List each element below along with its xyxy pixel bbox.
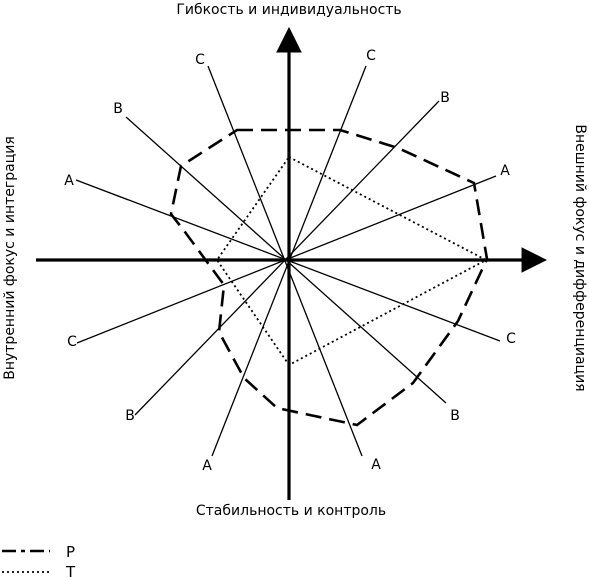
top-axis-title: Гибкость и индивидуальность bbox=[176, 2, 401, 18]
spoke-letter: C bbox=[67, 334, 77, 350]
right-axis-title: Внешний фокус и дифференциация bbox=[572, 124, 588, 391]
legend-label-dashed: Р bbox=[66, 543, 75, 561]
spoke-b-top-right bbox=[134, 100, 440, 416]
legend: Р Т bbox=[2, 543, 76, 578]
spoke-letter: B bbox=[440, 90, 450, 106]
dashed-profile bbox=[169, 128, 489, 427]
spoke-letter: B bbox=[125, 408, 135, 424]
left-axis-title: Внутренний фокус и интеграция bbox=[2, 136, 18, 380]
legend-label-dotted: Т bbox=[65, 563, 76, 578]
spoke-letters: C C B B A A C C B B A A bbox=[64, 48, 516, 474]
spoke-letter: C bbox=[506, 331, 516, 347]
spoke-letter: A bbox=[371, 457, 381, 473]
spoke-letter: B bbox=[113, 101, 123, 117]
spoke-letter: A bbox=[202, 458, 212, 474]
bottom-axis-title: Стабильность и контроль bbox=[196, 503, 386, 519]
spoke-letter: C bbox=[366, 48, 376, 64]
spoke-letter: A bbox=[500, 163, 510, 179]
spoke-letter: C bbox=[195, 52, 205, 68]
spoke-letter: B bbox=[450, 408, 460, 424]
spoke-letter: A bbox=[64, 173, 74, 189]
dotted-profile bbox=[215, 155, 488, 367]
axes bbox=[36, 26, 548, 500]
